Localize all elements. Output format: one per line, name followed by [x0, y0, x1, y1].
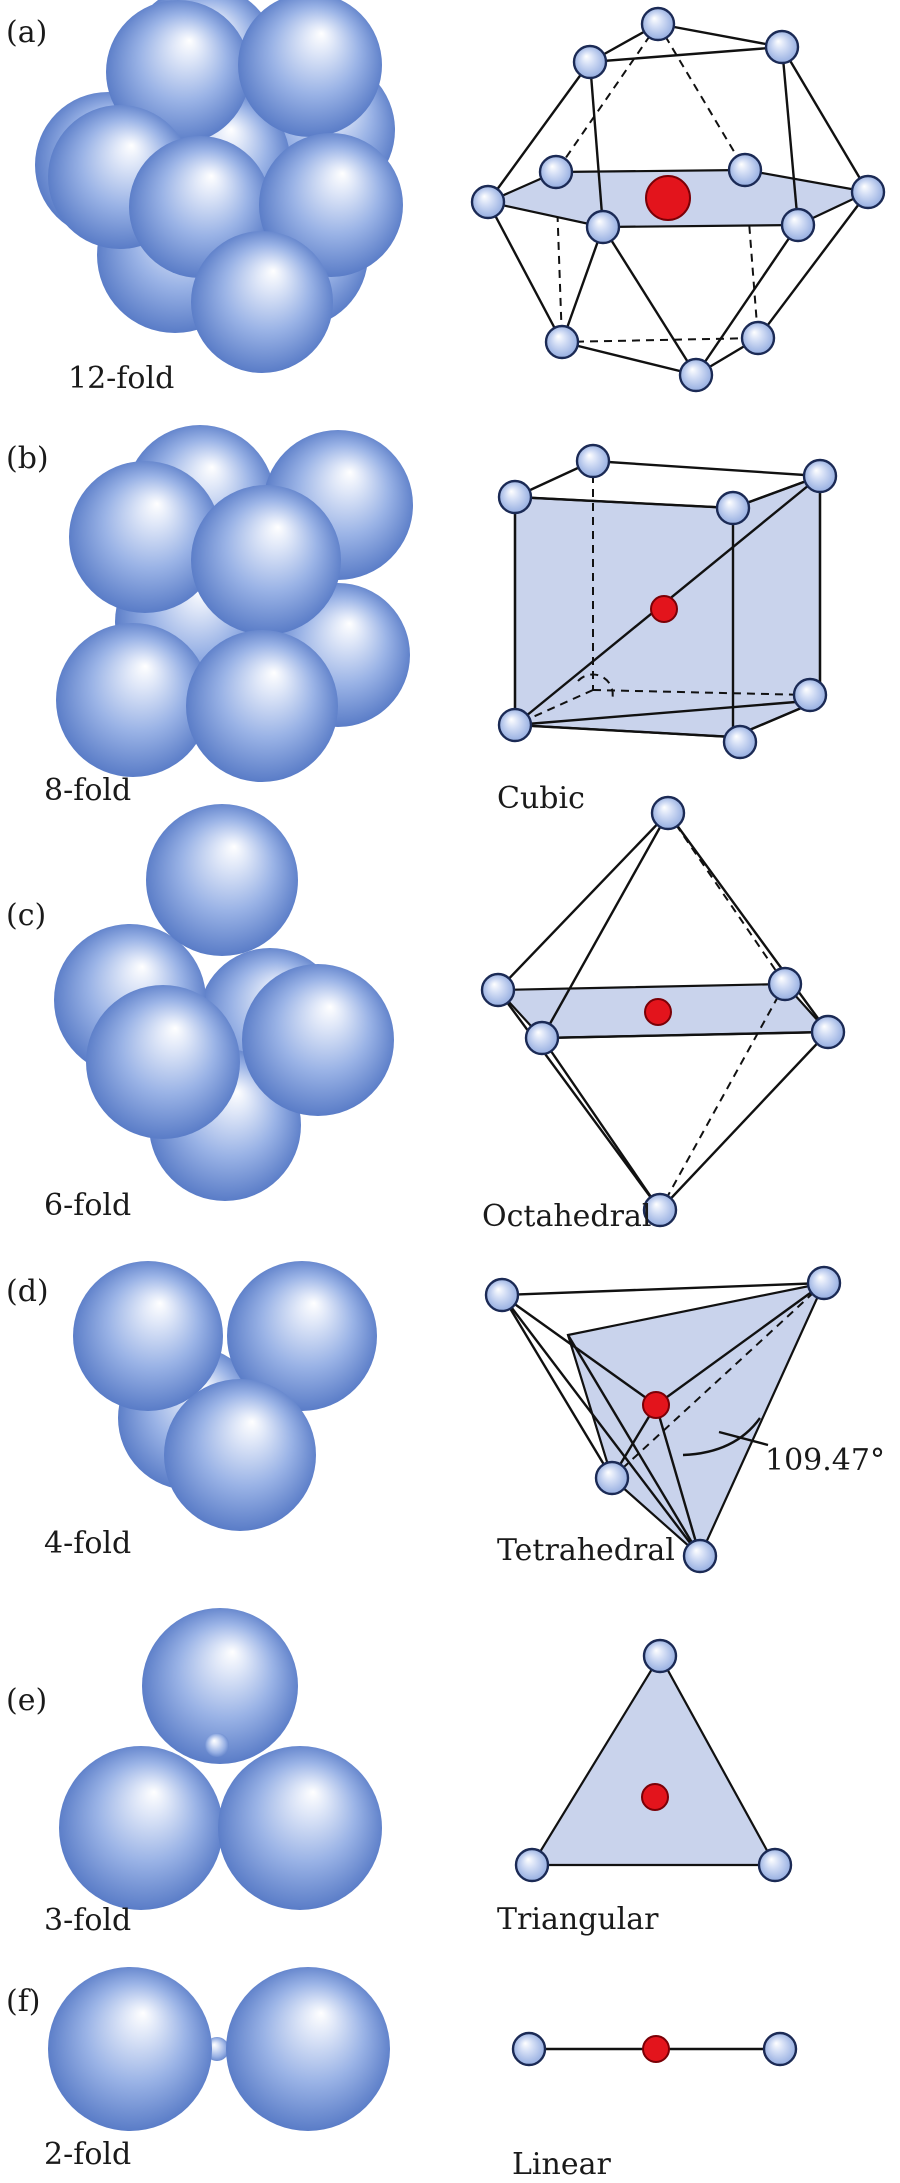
sphere-cluster-3-fold	[59, 1608, 382, 1910]
panel-letter-b: (b)	[6, 441, 49, 476]
panel-letter-e: (e)	[6, 1683, 47, 1718]
cuboctahedral-diagram	[470, 6, 886, 393]
panel-letter-a: (a)	[6, 15, 47, 50]
geometry-label-c: Octahedral	[482, 1199, 651, 1234]
fold-label-d: 4-fold	[44, 1526, 131, 1561]
sphere-cluster-12-fold	[35, 0, 403, 373]
octahedral-diagram	[480, 795, 846, 1228]
sphere-cluster-6-fold	[54, 804, 394, 1201]
sphere-cluster-2-fold	[48, 1967, 390, 2131]
angle-label: 109.47°	[765, 1443, 885, 1478]
geometry-label-d: Tetrahedral	[497, 1533, 675, 1568]
panel-letter-d: (d)	[6, 1274, 49, 1309]
fold-label-c: 6-fold	[44, 1188, 131, 1223]
triangular-diagram	[514, 1638, 793, 1883]
fold-label-f: 2-fold	[44, 2137, 131, 2172]
sphere-cluster-8-fold	[56, 425, 413, 782]
cubic-diagram	[497, 443, 838, 760]
fold-label-e: 3-fold	[44, 1903, 131, 1938]
panel-c: (c) 6-fold Octahedral	[6, 795, 846, 1234]
geometry-label-f: Linear	[512, 2147, 611, 2182]
fold-label-a: 12-fold	[68, 361, 174, 396]
geometry-label-b: Cubic	[497, 781, 585, 816]
panel-letter-f: (f)	[6, 1984, 41, 2019]
tetrahedral-diagram	[484, 1265, 842, 1574]
sphere-cluster-4-fold	[73, 1261, 377, 1531]
panel-b: (b) 8-fold	[6, 425, 838, 816]
panel-letter-c: (c)	[6, 898, 46, 933]
geometry-label-e: Triangular	[497, 1902, 659, 1937]
fold-label-b: 8-fold	[44, 773, 131, 808]
panel-a: (a) 12-fold	[6, 0, 886, 396]
panel-e: (e) 3-fold Triangular	[6, 1608, 793, 1938]
linear-diagram	[511, 2031, 798, 2067]
panel-f: (f) 2-fold Linear	[6, 1967, 798, 2182]
panel-d: (d) 4-fold 109.47° Tetrahedral	[6, 1261, 885, 1574]
